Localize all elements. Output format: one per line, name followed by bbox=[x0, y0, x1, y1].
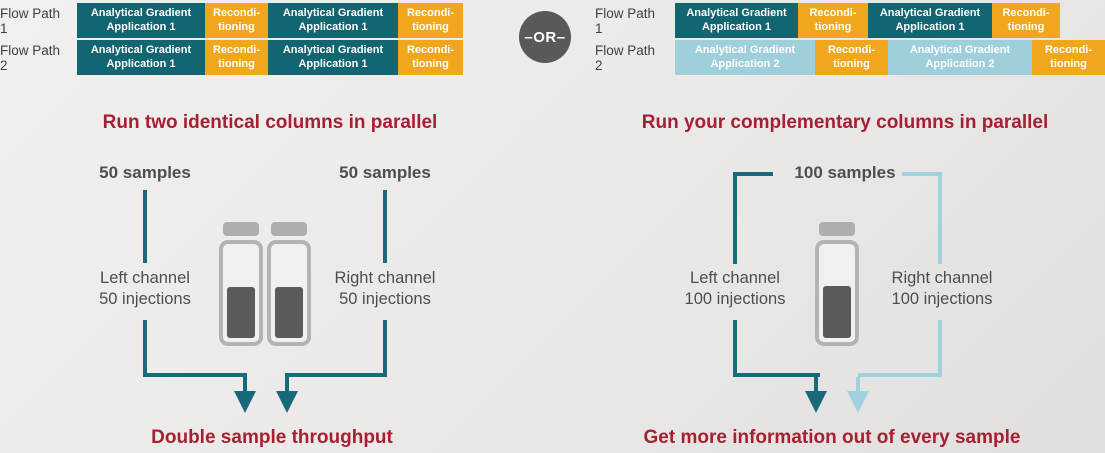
left-r-arrow-stub bbox=[285, 377, 289, 391]
right-l-channel-line-horizontal bbox=[733, 373, 820, 377]
right-flow-path-1-label: Flow Path 1 bbox=[595, 5, 656, 36]
left-r-channel-line-bottom bbox=[383, 320, 387, 373]
right-fp1-recon-block-1: Recondi- tioning bbox=[798, 3, 868, 38]
right-fp2-app2-block-1: Analytical Gradient Application 2 bbox=[675, 40, 815, 75]
right-panel-footer: Get more information out of every sample bbox=[643, 427, 1021, 448]
left-flow-path-2-label: Flow Path 2 bbox=[0, 42, 61, 73]
left-fp1-app1-block-1: Analytical Gradient Application 1 bbox=[77, 3, 205, 38]
left-l-down-arrow-icon bbox=[234, 391, 256, 413]
left-fp2-recon-block-2: Recondi- tioning bbox=[398, 40, 463, 75]
left-samples-right-label: 50 samples bbox=[339, 163, 431, 182]
right-l-channel-line-bottom bbox=[733, 320, 737, 373]
left-l-channel-line-top bbox=[143, 190, 147, 263]
right-fp1-app1-block-1: Analytical Gradient Application 1 bbox=[675, 3, 798, 38]
right-fp1-recon-block-2: Recondi- tioning bbox=[992, 3, 1060, 38]
left-fp2-recon-block-1: Recondi- tioning bbox=[205, 40, 268, 75]
right-samples-label: 100 samples bbox=[794, 163, 896, 182]
left-fp2-app1-block-1: Analytical Gradient Application 1 bbox=[77, 40, 205, 75]
or-separator-badge: –OR– bbox=[519, 11, 571, 63]
right-flow-path-1-row: Flow Path 1 Analytical Gradient Applicat… bbox=[595, 3, 1060, 38]
right-l-arrow-stub bbox=[814, 377, 818, 391]
right-vial-fill-icon bbox=[823, 286, 851, 338]
left-l-channel-line-horizontal bbox=[143, 373, 247, 377]
left-flow-path-2-row: Flow Path 2 Analytical Gradient Applicat… bbox=[0, 40, 463, 75]
left-fp1-recon-block-2: Recondi- tioning bbox=[398, 3, 463, 38]
right-fp2-recon-block-1: Recondi- tioning bbox=[815, 40, 888, 75]
right-l-bracket-top bbox=[733, 172, 773, 176]
left-left-channel-label: Left channel 50 injections bbox=[99, 269, 191, 309]
right-right-channel-label: Right channel 100 injections bbox=[891, 269, 993, 309]
left-vial-2-fill-icon bbox=[275, 287, 303, 338]
right-left-channel-label: Left channel 100 injections bbox=[684, 269, 786, 309]
left-r-down-arrow-icon bbox=[276, 391, 298, 413]
left-vial-1-cap-icon bbox=[223, 222, 259, 236]
left-flow-path-1-label: Flow Path 1 bbox=[0, 5, 61, 36]
left-l-channel-line-bottom bbox=[143, 320, 147, 373]
right-flow-path-2-row: Flow Path 2 Analytical Gradient Applicat… bbox=[595, 40, 1105, 75]
left-panel-footer: Double sample throughput bbox=[151, 427, 393, 448]
left-r-channel-line-horizontal bbox=[285, 373, 387, 377]
left-fp2-app1-block-2: Analytical Gradient Application 1 bbox=[268, 40, 398, 75]
right-fp1-app1-block-2: Analytical Gradient Application 1 bbox=[868, 3, 992, 38]
right-r-channel-line-bottom bbox=[938, 320, 942, 373]
right-fp2-recon-block-2: Recondi- tioning bbox=[1032, 40, 1105, 75]
right-vial-cap-icon bbox=[819, 222, 855, 236]
left-flow-path-1-row: Flow Path 1 Analytical Gradient Applicat… bbox=[0, 3, 463, 38]
right-panel-heading: Run your complementary columns in parall… bbox=[641, 112, 1049, 133]
left-l-arrow-stub bbox=[243, 377, 247, 391]
right-r-arrow-stub bbox=[856, 377, 860, 391]
right-l-channel-line-top bbox=[733, 172, 737, 264]
right-r-bracket-top bbox=[902, 172, 942, 176]
left-fp1-recon-block-1: Recondi- tioning bbox=[205, 3, 268, 38]
left-fp1-app1-block-2: Analytical Gradient Application 1 bbox=[268, 3, 398, 38]
right-r-channel-line-horizontal bbox=[858, 373, 942, 377]
left-r-channel-line-top bbox=[383, 190, 387, 263]
right-fp2-app2-block-2: Analytical Gradient Application 2 bbox=[888, 40, 1032, 75]
left-vial-1-fill-icon bbox=[227, 287, 255, 338]
right-l-down-arrow-icon bbox=[805, 391, 827, 413]
right-r-channel-line-top bbox=[938, 172, 942, 264]
right-flow-path-2-label: Flow Path 2 bbox=[595, 42, 656, 73]
left-samples-left-label: 50 samples bbox=[99, 163, 191, 182]
left-right-channel-label: Right channel 50 injections bbox=[334, 269, 436, 309]
left-vial-2-cap-icon bbox=[271, 222, 307, 236]
right-r-down-arrow-icon bbox=[847, 391, 869, 413]
left-panel-heading: Run two identical columns in parallel bbox=[102, 112, 438, 133]
